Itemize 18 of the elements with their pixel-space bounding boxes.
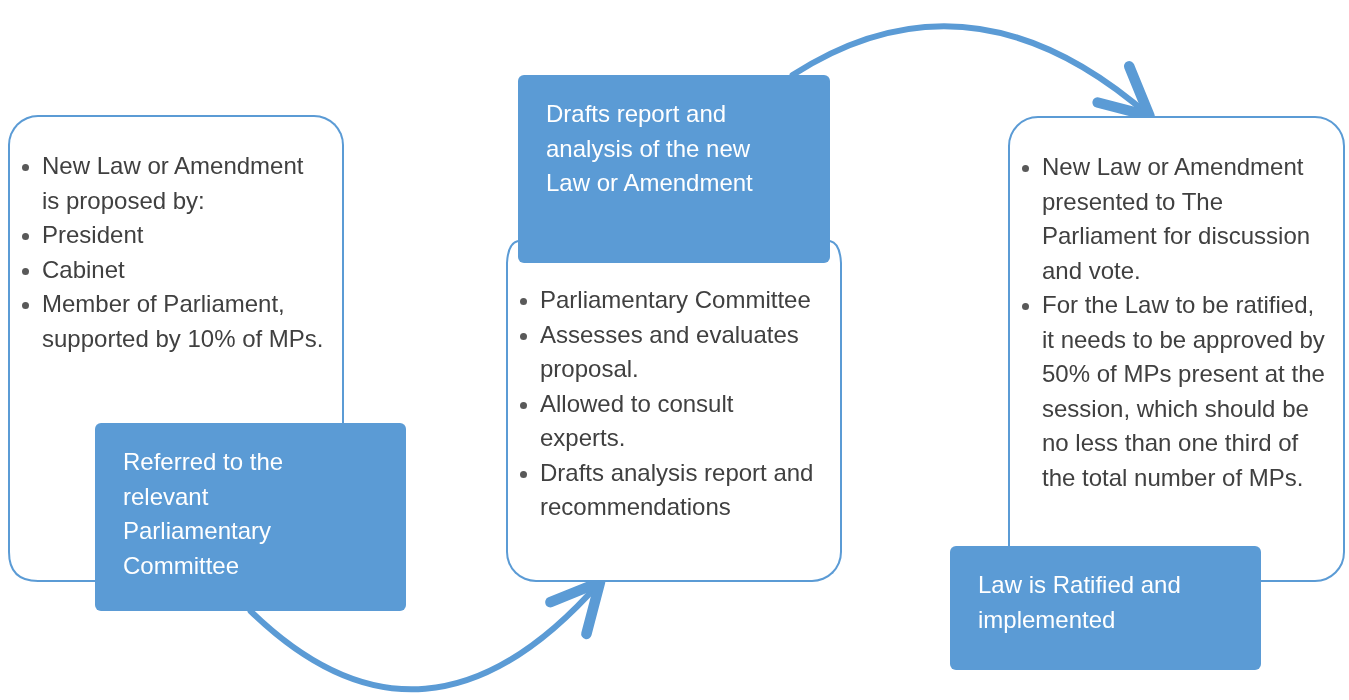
bullet-item: President — [42, 220, 144, 250]
bullet-item: New Law or Amendment is proposed by: — [42, 151, 305, 216]
bullet-item: Allowed to consult experts. — [540, 388, 735, 453]
step-box — [518, 75, 830, 263]
step-box — [95, 423, 406, 611]
bullet-item: For the Law to be ratified, it needs to be approved by 50% of MPs present at the session, which should be no less than one third of the total number of MPs. — [1042, 290, 1326, 493]
bullet-item: Assesses and evaluates proposal. — [540, 319, 800, 384]
rounded-card — [506, 263, 842, 582]
step-box — [950, 546, 1261, 670]
bullet-item: Cabinet — [42, 254, 125, 285]
bullet-item: Member of Parliament, supported by 10% of MPs. — [42, 289, 325, 354]
bullet-item: Drafts analysis report and recommendations — [540, 457, 815, 522]
bullet-item: Parliamentary Committee — [540, 285, 811, 315]
step-text: Law is Ratified and implemented — [978, 570, 1182, 635]
rounded-card — [8, 115, 344, 423]
step-text: Referred to the relevant Parliamentary Committee — [123, 447, 285, 581]
bullet-item: New Law or Amendment presented to The Parliament for discussion and vote. — [1042, 152, 1312, 286]
step-text: Drafts report and analysis of the new Law or Amendment — [546, 99, 754, 198]
